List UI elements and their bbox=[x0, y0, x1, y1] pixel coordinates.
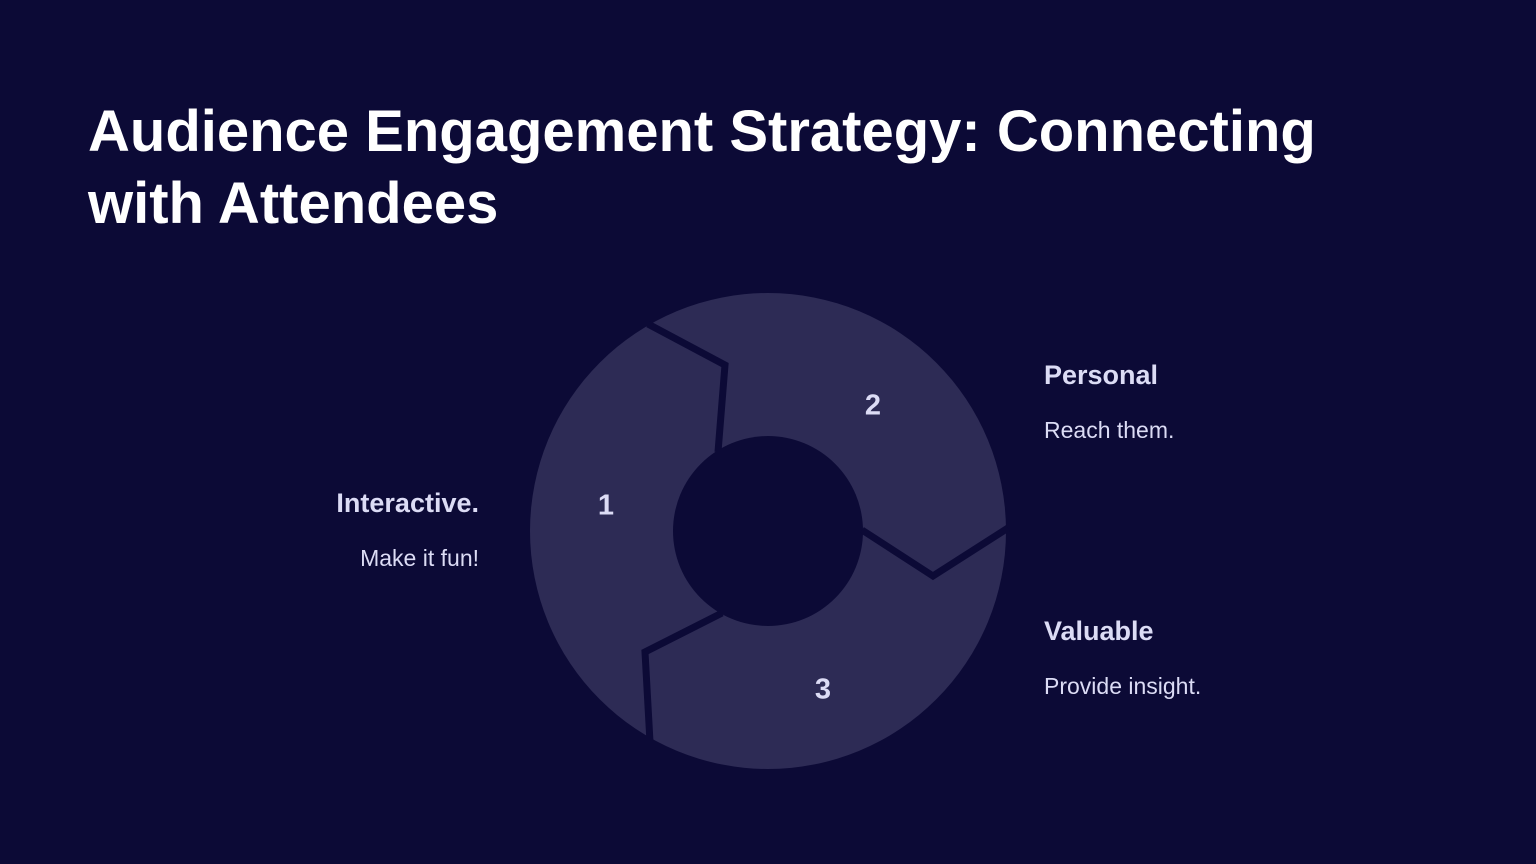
divider-1-2 bbox=[646, 320, 729, 453]
divider-2-3 bbox=[860, 525, 1010, 581]
segment-description-2: Reach them. bbox=[1044, 417, 1175, 443]
segment-heading-3: Valuable bbox=[1044, 616, 1154, 646]
divider-3-1 bbox=[641, 609, 724, 743]
slide-title: Audience Engagement Strategy: Connecting… bbox=[88, 99, 1316, 236]
segment-number-3: 3 bbox=[814, 673, 832, 706]
segment-number-2: 2 bbox=[864, 389, 882, 422]
segment-description-1: Make it fun! bbox=[360, 545, 479, 571]
ring-hole bbox=[673, 436, 863, 626]
segment-heading-2: Personal bbox=[1044, 360, 1159, 390]
segment-number-1: 1 bbox=[597, 489, 615, 522]
segment-heading-1: Interactive. bbox=[336, 488, 479, 518]
segment-description-3: Provide insight. bbox=[1044, 673, 1202, 699]
